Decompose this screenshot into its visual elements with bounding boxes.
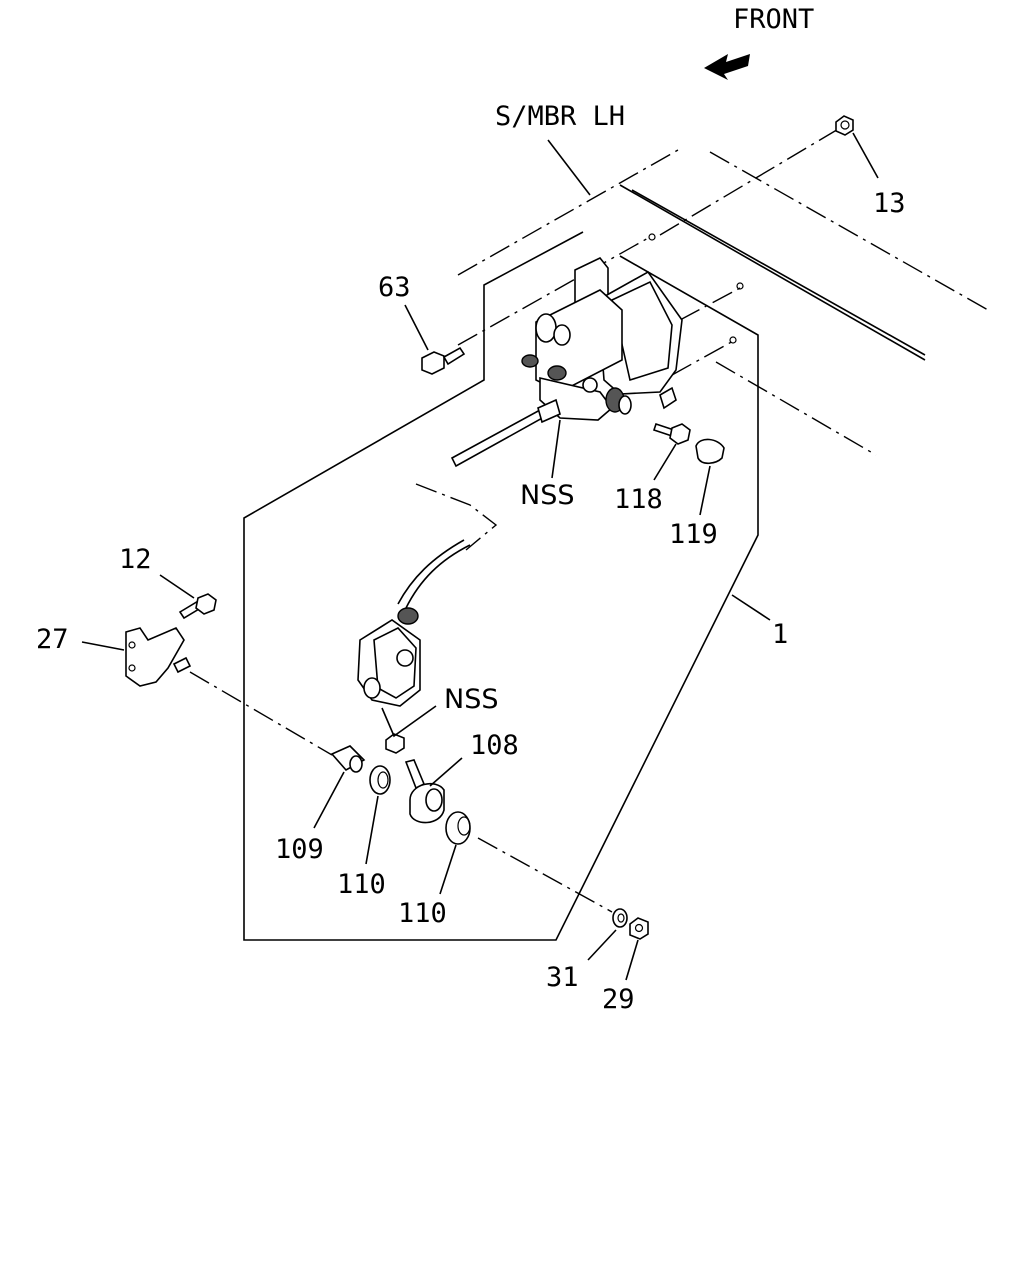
rod-end-108 — [404, 759, 445, 824]
nss-lower-leader — [381, 705, 437, 738]
bolt-63 — [421, 346, 466, 375]
callout-110a-leader — [365, 795, 379, 865]
rod-break-line — [415, 483, 498, 551]
callout-118-leader — [653, 443, 677, 481]
nss-lower-label: NSS — [444, 684, 498, 715]
callout-13-leader — [852, 132, 879, 179]
callout-12: 12 — [119, 544, 152, 575]
side-member-frame — [457, 149, 989, 456]
callout-118: 118 — [614, 484, 663, 515]
bracket-27 — [125, 627, 192, 687]
washer-31 — [612, 908, 628, 928]
height-sensor-body — [521, 257, 683, 421]
callout-29-leader — [625, 939, 639, 981]
sensor-cable — [397, 539, 465, 605]
callout-27-leader — [81, 641, 125, 651]
callout-31-leader — [587, 929, 617, 961]
callout-63: 63 — [378, 272, 411, 303]
stud-dot — [736, 282, 744, 290]
bushing-110-right — [445, 811, 471, 845]
callout-29: 29 — [602, 984, 635, 1015]
front-arrow-icon — [704, 54, 750, 80]
front-label: FRONT — [733, 4, 814, 35]
nut13-axis — [659, 127, 841, 236]
callout-109-leader — [313, 771, 345, 829]
callout-119-leader — [699, 465, 711, 516]
upper-stud-axis — [679, 286, 743, 321]
callout-1: 1 — [772, 619, 788, 650]
nut-13 — [835, 115, 854, 136]
cap-119 — [695, 438, 725, 465]
callout-108-leader — [429, 757, 463, 787]
bolt-12 — [178, 593, 217, 620]
callout-119: 119 — [669, 519, 718, 550]
callout-27: 27 — [36, 624, 69, 655]
sensor-cable — [405, 544, 471, 609]
frame-member-label: S/MBR LH — [495, 101, 625, 132]
lower-stud-axis — [671, 339, 736, 376]
stud-dot — [729, 336, 737, 344]
lever-nut — [385, 733, 405, 754]
callout-31: 31 — [546, 962, 579, 993]
callout-1-leader — [731, 594, 771, 621]
callout-108: 108 — [470, 730, 519, 761]
callout-110b: 110 — [398, 898, 447, 929]
nss-upper-label: NSS — [520, 480, 574, 511]
callout-110a: 110 — [337, 869, 386, 900]
bracket-axis — [189, 671, 333, 756]
sensor-rod — [450, 398, 561, 468]
callout-12-leader — [159, 574, 195, 599]
callout-13: 13 — [873, 188, 906, 219]
sleeve-109 — [330, 745, 366, 773]
assembly-outline — [243, 231, 759, 941]
bushing-110-left — [369, 765, 391, 795]
bolt-118 — [652, 422, 691, 445]
stud-dot — [648, 233, 656, 241]
lever-linkage — [357, 607, 421, 707]
callout-110b-leader — [439, 844, 457, 895]
frame-label-leader — [547, 139, 591, 196]
callout-63-leader — [404, 304, 429, 351]
nut-29 — [629, 917, 649, 940]
callout-109: 109 — [275, 834, 324, 865]
rod-end-axis — [477, 837, 613, 913]
nss-upper-leader — [551, 419, 561, 479]
